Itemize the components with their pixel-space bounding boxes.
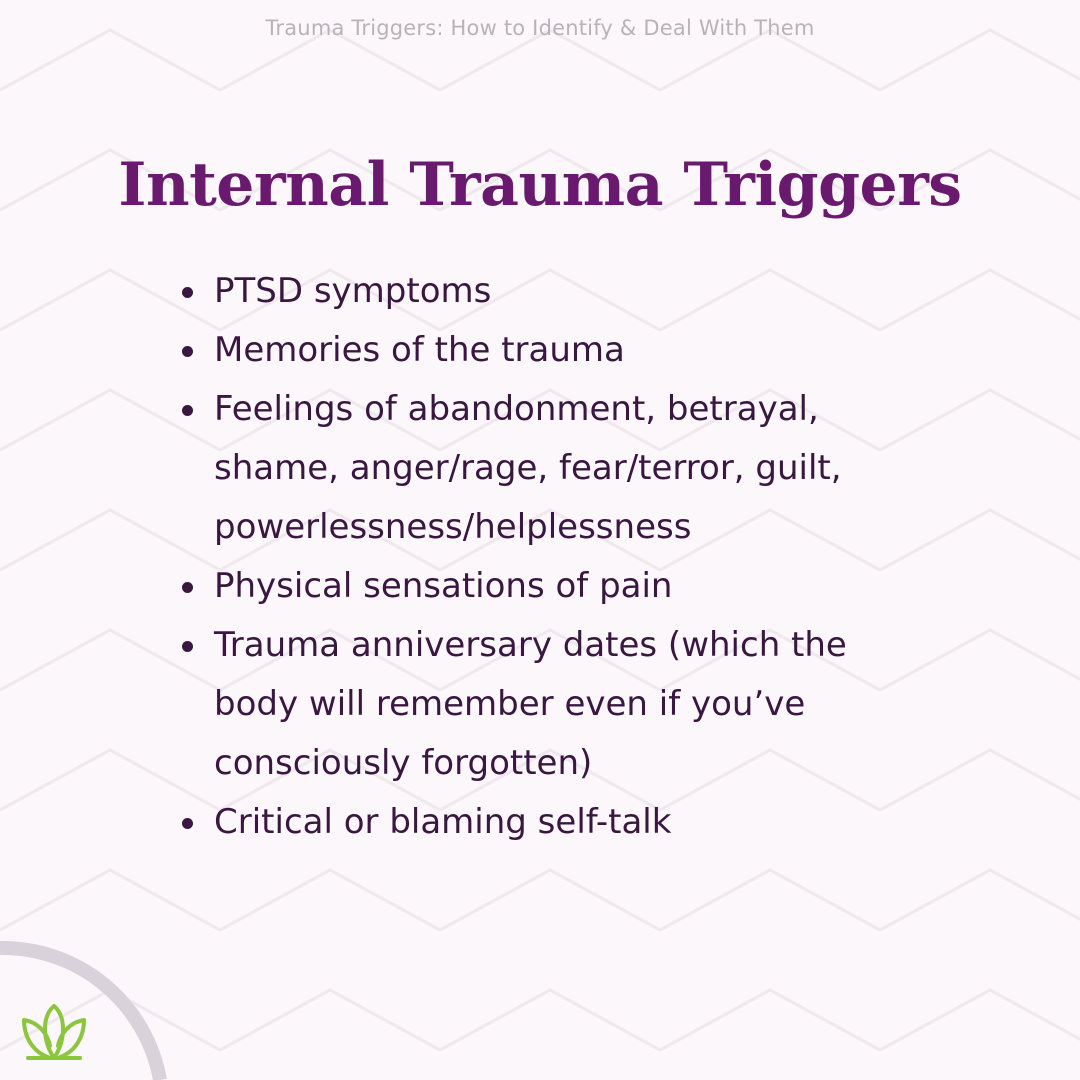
bullet-icon [182, 346, 193, 357]
list-item: Critical or blaming self-talk [180, 793, 1000, 852]
corner-arc-decoration [0, 940, 167, 1080]
list-item-text: PTSD symptoms [214, 271, 492, 311]
list-item-text: Memories of the trauma [214, 330, 625, 370]
bullet-icon [182, 287, 193, 298]
list-item: PTSD symptoms [180, 262, 1000, 321]
trigger-list: PTSD symptoms Memories of the trauma Fee… [180, 262, 1000, 852]
list-item-text: Trauma anniversary dates (which the body… [214, 625, 847, 783]
list-item: Memories of the trauma [180, 321, 1000, 380]
list-item-text: Critical or blaming self-talk [214, 802, 672, 842]
list-item-text: Feelings of abandonment, betrayal, shame… [214, 389, 842, 547]
lotus-leaf-icon [22, 1004, 86, 1060]
list-item-text: Physical sensations of pain [214, 566, 673, 606]
page-header: Trauma Triggers: How to Identify & Deal … [265, 16, 815, 40]
bullet-icon [182, 582, 193, 593]
list-item: Feelings of abandonment, betrayal, shame… [180, 380, 904, 557]
bullet-icon [182, 641, 193, 652]
bullet-icon [182, 818, 193, 829]
list-item: Physical sensations of pain [180, 557, 1000, 616]
list-item: Trauma anniversary dates (which the body… [180, 616, 894, 793]
page-title: Internal Trauma Triggers [118, 150, 962, 220]
bullet-icon [182, 405, 193, 416]
